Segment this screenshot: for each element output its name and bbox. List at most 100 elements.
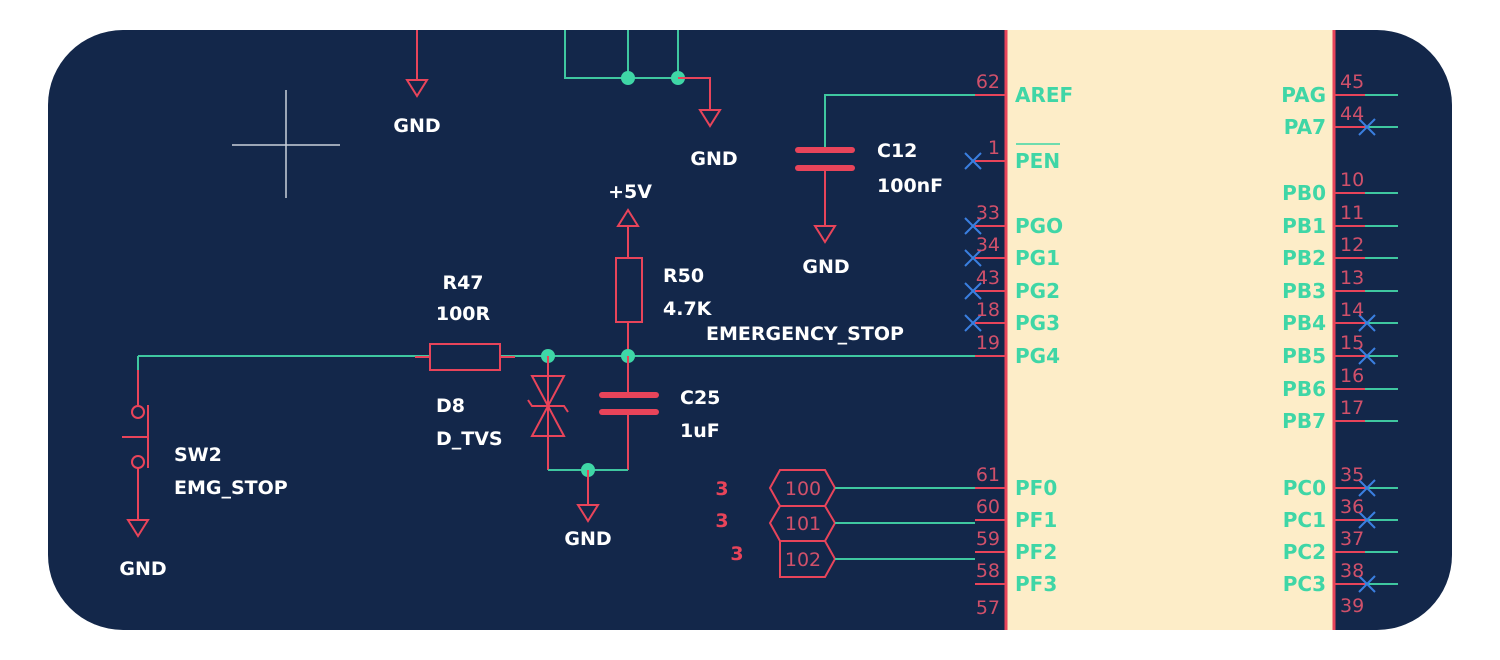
pin-number: 17 <box>1340 397 1364 419</box>
capacitor-c12[interactable]: GND C12 100nF <box>795 94 975 278</box>
sw2-ref: SW2 <box>174 444 222 466</box>
gnd-label: GND <box>393 115 440 137</box>
pin-number: 39 <box>1340 595 1364 617</box>
pin-number: 44 <box>1340 103 1364 125</box>
pin-name: PC3 <box>1283 572 1326 596</box>
pin-number: 14 <box>1340 299 1364 321</box>
pin-name: PB1 <box>1282 214 1326 238</box>
pin-name: PC1 <box>1283 508 1326 532</box>
crosshair-cursor-icon <box>232 90 340 198</box>
chip-left-pins: 62AREF1PEN33PGO34PG143PG218PG319PG461PF0… <box>964 71 1073 619</box>
pin-number: 59 <box>976 528 1000 550</box>
resistor-r50[interactable]: +5V R50 4.7K <box>608 181 713 356</box>
pin-number: 36 <box>1340 496 1364 518</box>
pin-name: PG4 <box>1015 344 1060 368</box>
d8-value: D_TVS <box>436 428 503 450</box>
top-net: GND <box>564 30 738 170</box>
pin-name: AREF <box>1015 83 1073 107</box>
d8-ref: D8 <box>436 395 465 417</box>
pin-number: 1 <box>988 137 1000 159</box>
pin-number: 12 <box>1340 234 1364 256</box>
r50-ref: R50 <box>663 265 704 287</box>
pin-number: 61 <box>976 464 1000 486</box>
junction-dot <box>621 71 635 85</box>
sheet-number: 3 <box>715 510 728 532</box>
hier-label: 102 <box>785 549 821 571</box>
c25-ref: C25 <box>680 387 720 409</box>
c12-value: 100nF <box>877 175 943 197</box>
pin-name: PG1 <box>1015 246 1060 270</box>
capacitor-c25[interactable]: C25 1uF <box>599 356 720 470</box>
sheet-ref-100[interactable]: 3 100 <box>715 469 975 507</box>
sheet-ref-102[interactable]: 3 102 <box>730 540 975 578</box>
sheet-ref-101[interactable]: 3 101 <box>715 505 975 542</box>
r47-value: 100R <box>436 303 491 325</box>
vcc-label: +5V <box>608 181 652 203</box>
pin-name: PG3 <box>1015 311 1060 335</box>
pin-number: 33 <box>976 202 1000 224</box>
pin-name: PG2 <box>1015 279 1060 303</box>
gnd-symbol-bottom-center: GND <box>548 463 628 550</box>
gnd-label: GND <box>564 528 611 550</box>
pin-number: 58 <box>976 560 1000 582</box>
gnd-symbol-top-left: GND <box>393 30 441 137</box>
pin-number: 38 <box>1340 560 1364 582</box>
r47-ref: R47 <box>442 272 483 294</box>
pin-number: 34 <box>976 234 1000 256</box>
c25-value: 1uF <box>680 420 720 442</box>
pin-name: PB2 <box>1282 246 1326 270</box>
pin-number: 13 <box>1340 267 1364 289</box>
hier-label: 100 <box>785 478 821 500</box>
pin-name: PB6 <box>1282 377 1326 401</box>
sheet-number: 3 <box>715 478 728 500</box>
pin-39[interactable]: 39 <box>1340 595 1364 617</box>
sw2-value: EMG_STOP <box>174 477 288 499</box>
pin-number: 45 <box>1340 71 1364 93</box>
chip-body <box>1004 30 1336 630</box>
net-label-emergency-stop: EMERGENCY_STOP <box>706 323 904 345</box>
pin-name: PB7 <box>1282 409 1326 433</box>
pin-name: PEN <box>1015 149 1060 173</box>
pin-number: 62 <box>976 71 1000 93</box>
pin-number: 57 <box>976 597 1000 619</box>
sheet-number: 3 <box>730 543 743 565</box>
pin-number: 43 <box>976 267 1000 289</box>
pin-number: 60 <box>976 496 1000 518</box>
resistor-r47[interactable]: R47 100R <box>415 272 515 371</box>
c12-ref: C12 <box>877 140 917 162</box>
pin-57[interactable]: 57 <box>976 597 1000 619</box>
r50-value: 4.7K <box>663 298 713 320</box>
pin-name: PC0 <box>1283 476 1326 500</box>
pin-name: PB0 <box>1282 181 1326 205</box>
diode-d8[interactable]: D8 D_TVS <box>436 356 569 470</box>
pin-number: 16 <box>1340 365 1364 387</box>
switch-sw2[interactable]: GND SW2 EMG_STOP <box>119 356 288 580</box>
